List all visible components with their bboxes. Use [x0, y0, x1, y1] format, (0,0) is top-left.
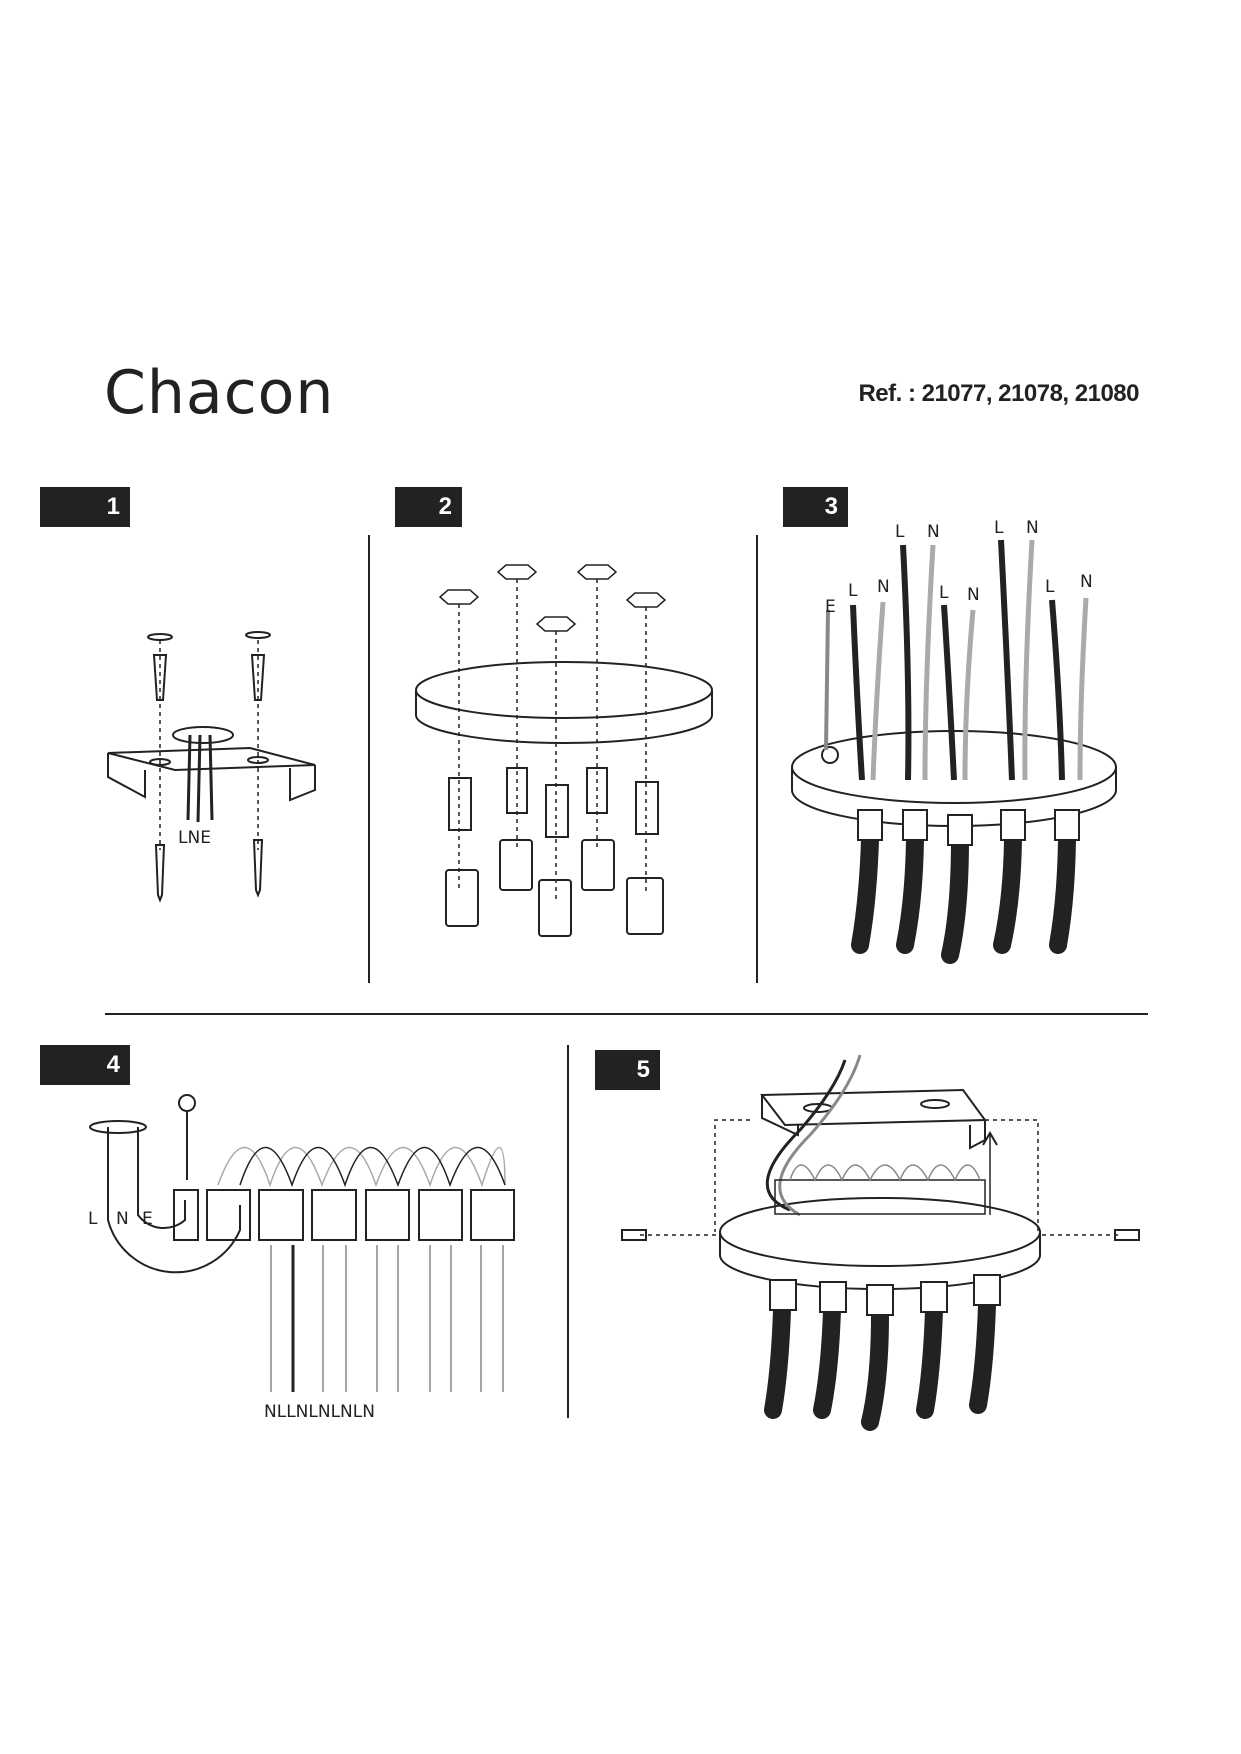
live-label: L	[994, 518, 1004, 538]
reference-numbers: Ref. : 21077, 21078, 21080	[858, 380, 1139, 407]
live-label: L	[895, 522, 905, 542]
step-4-terminal-diagram: L N E NLLNLNLNLN	[88, 1094, 515, 1422]
step-5-badge: 5	[595, 1050, 660, 1090]
step-5-assembly-diagram	[621, 1054, 1140, 1431]
step-2-badge: 2	[395, 487, 462, 527]
neutral-label: N	[1080, 572, 1093, 592]
input-neutral-label: N	[116, 1209, 129, 1229]
earth-label: E	[825, 597, 836, 617]
live-label: L	[939, 583, 949, 603]
output-wire-labels: NLLNLNLNLN	[264, 1402, 375, 1422]
neutral-label: N	[927, 522, 940, 542]
step-2-canopy-diagram	[415, 564, 713, 937]
live-label: L	[848, 581, 858, 601]
neutral-label: N	[877, 577, 890, 597]
input-earth-label: E	[142, 1209, 153, 1229]
step-4-badge: 4	[40, 1045, 130, 1085]
live-label: L	[1045, 577, 1055, 597]
neutral-label: N	[1026, 518, 1039, 538]
step-3-wiring-diagram: E L N L N L N L N L N	[791, 518, 1117, 964]
step-1-wire-label: LNE	[178, 828, 211, 848]
brand-logo: Chacon	[104, 358, 335, 428]
step-1-bracket-diagram: LNE	[107, 631, 316, 903]
step-1-badge: 1	[40, 487, 130, 527]
step-3-badge: 3	[783, 487, 848, 527]
neutral-label: N	[967, 585, 980, 605]
input-live-label: L	[88, 1209, 98, 1229]
